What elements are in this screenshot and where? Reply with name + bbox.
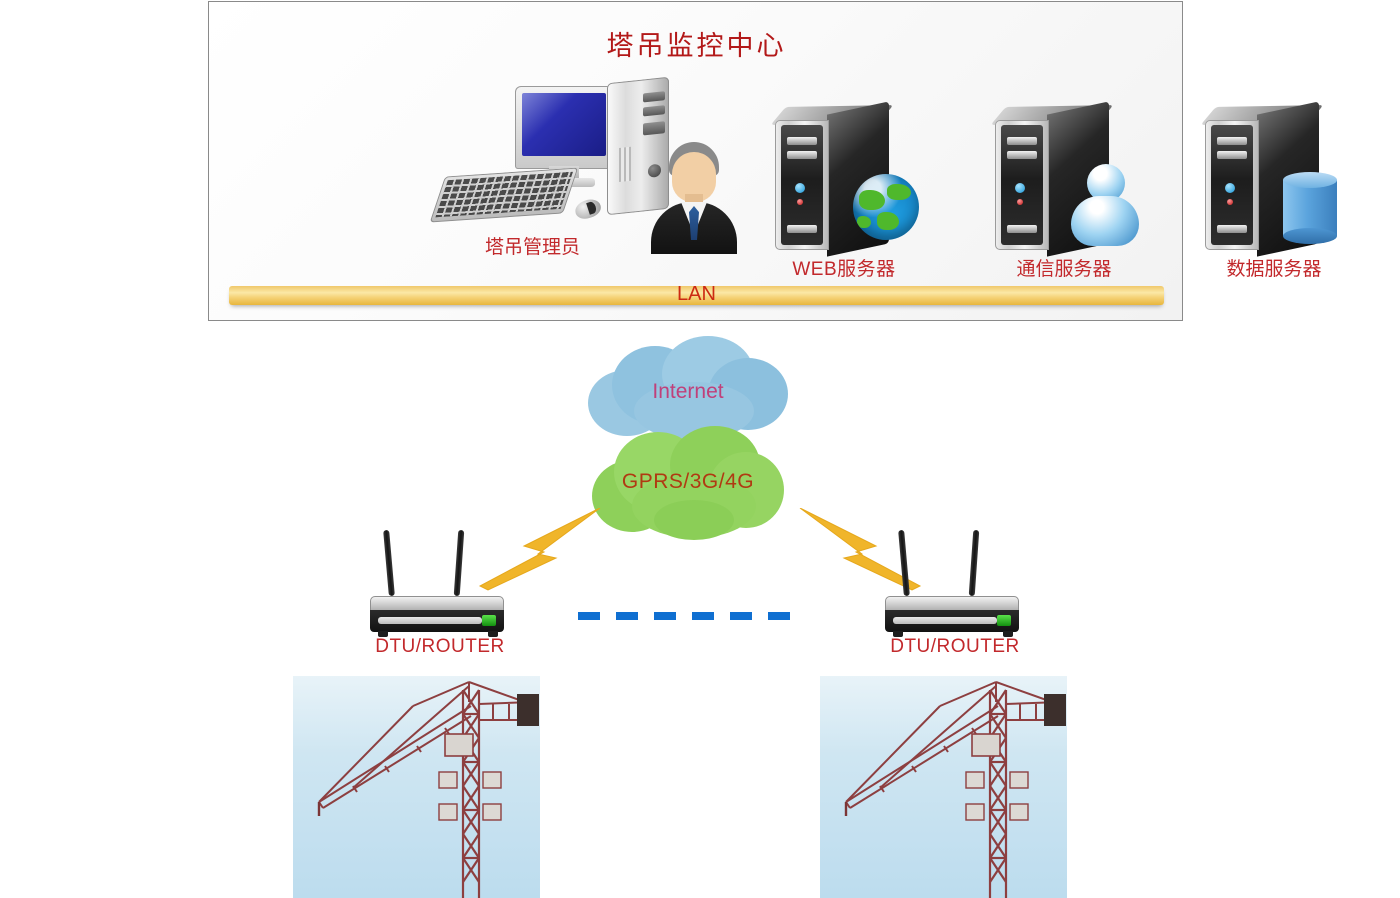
keyboard-keys <box>435 171 573 218</box>
user-body <box>1071 196 1139 246</box>
status-led-icon <box>482 615 496 626</box>
communication-server-label: 通信服务器 <box>1016 258 1112 280</box>
power-led-icon <box>1225 183 1235 193</box>
data-server-node: 数据服务器 <box>1199 101 1349 280</box>
user-icon <box>1069 164 1141 246</box>
monitor-screen <box>522 93 606 156</box>
internet-cloud-label: Internet <box>652 380 724 403</box>
router-front-panel <box>885 610 1019 632</box>
mouse-icon <box>572 196 604 222</box>
web-server-label: WEB服务器 <box>792 259 896 280</box>
router-left-label: DTU/ROUTER <box>375 636 505 657</box>
server-front <box>1205 120 1259 250</box>
router-vent-strip <box>893 617 997 624</box>
activity-led-icon <box>1227 199 1233 205</box>
server-front <box>775 120 829 250</box>
communication-server-node: 通信服务器 <box>989 101 1141 280</box>
antenna-icon <box>898 529 910 597</box>
router-foot <box>1003 631 1013 637</box>
server-bezel <box>1211 125 1253 245</box>
database-bottom <box>1283 228 1337 244</box>
antenna-icon <box>453 529 465 597</box>
web-server-node: WEB服务器 <box>769 101 919 280</box>
router-right-node: DTU/ROUTER <box>875 529 1035 657</box>
server-slot <box>1217 225 1247 233</box>
server-slot <box>1007 137 1037 145</box>
server-bezel <box>1001 125 1043 245</box>
avatar-head <box>672 152 716 202</box>
server-slot <box>1007 151 1037 159</box>
globe-icon <box>853 174 919 240</box>
database-top <box>1283 172 1337 188</box>
server-slot <box>787 225 817 233</box>
lan-label: LAN <box>677 283 716 305</box>
tower-crane-photo-left <box>293 676 540 898</box>
site-to-site-link <box>578 612 796 620</box>
keyboard-icon <box>429 167 579 223</box>
internet-cloud: Internet <box>588 336 788 444</box>
lan-backbone-bar: LAN <box>229 283 1164 305</box>
power-led-icon <box>1015 183 1025 193</box>
router-right-label: DTU/ROUTER <box>890 636 1020 657</box>
router-front-panel <box>370 610 504 632</box>
monitoring-center-panel: 塔吊监控中心 塔吊管理员 <box>208 1 1337 321</box>
router-foot <box>893 631 903 637</box>
server-slot <box>1217 137 1247 145</box>
user-head <box>1087 164 1125 202</box>
tower-vent <box>619 146 631 182</box>
router-chassis-top <box>885 596 1019 612</box>
router-left-node: DTU/ROUTER <box>360 529 520 657</box>
drive-bay <box>643 121 665 136</box>
administrator-avatar <box>651 142 737 254</box>
router-foot <box>378 631 388 637</box>
data-server-label: 数据服务器 <box>1226 258 1322 280</box>
server-slot <box>787 137 817 145</box>
router-vent-strip <box>378 617 482 624</box>
lightning-link-left-icon <box>478 508 601 591</box>
database-cylinder <box>1283 180 1337 236</box>
tower-crane-illustration <box>844 681 1066 898</box>
router-foot <box>488 631 498 637</box>
workstation-label: 塔吊管理员 <box>485 236 581 258</box>
activity-led-icon <box>797 199 803 205</box>
gprs-cloud-label: GPRS/3G/4G <box>621 470 755 493</box>
database-icon <box>1283 172 1337 244</box>
tower-crane-photo-right <box>820 676 1067 898</box>
activity-led-icon <box>1017 199 1023 205</box>
tower-crane-illustration <box>317 681 539 898</box>
server-front <box>995 120 1049 250</box>
antenna-icon <box>383 529 395 597</box>
status-led-icon <box>997 615 1011 626</box>
workstation-node: 塔吊管理员 <box>429 76 737 270</box>
page-title: 塔吊监控中心 <box>606 31 787 62</box>
server-slot <box>1007 225 1037 233</box>
server-slot <box>1217 151 1247 159</box>
server-slot <box>787 151 817 159</box>
drive-bay <box>643 105 665 117</box>
power-led-icon <box>795 183 805 193</box>
router-chassis-top <box>370 596 504 612</box>
monitor-icon <box>515 86 613 169</box>
drive-bay <box>643 91 665 103</box>
antenna-icon <box>968 529 980 597</box>
avatar-tie <box>689 206 699 240</box>
gprs-cloud: GPRS/3G/4G <box>592 424 784 542</box>
server-bezel <box>781 125 823 245</box>
lightning-link-right-icon <box>799 508 922 591</box>
